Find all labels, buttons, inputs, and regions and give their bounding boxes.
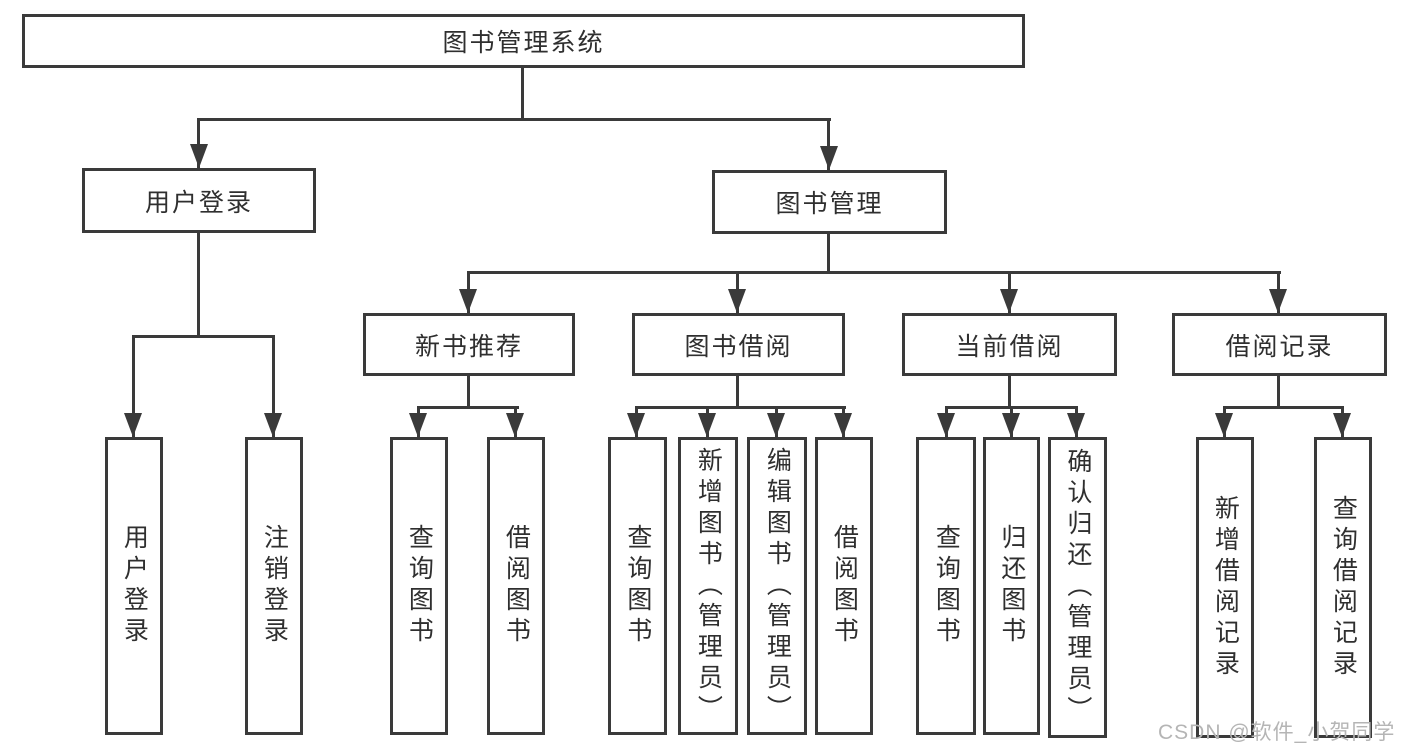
leaf-borrow-add-books-admin-label: 新增图书（管理员） [694,446,723,726]
leaf-logout: 注销登录 [245,437,303,735]
arrowhead-down-icon [190,144,208,168]
arrowhead-down-icon [1269,289,1287,313]
connector-records-stem [1277,376,1280,408]
arrowhead-down-icon [937,413,955,437]
connector-records-bar [1223,406,1344,409]
node-book-borrow-label: 图书借阅 [684,332,793,361]
arrowhead-down-icon [506,413,524,437]
leaf-record-add-label: 新增借阅记录 [1211,494,1240,681]
leaf-current-query-books: 查询图书 [916,437,976,735]
node-current-borrow-label: 当前借阅 [955,332,1064,361]
connector-login-stem [197,233,200,337]
arrowhead-down-icon [767,413,785,437]
connector-root-drop-right [827,118,830,170]
leaf-record-query: 查询借阅记录 [1314,437,1372,738]
connector-login-bar [132,335,275,338]
connector-mgmt-stem [827,234,830,273]
leaf-borrow-edit-books-admin: 编辑图书（管理员） [747,437,807,735]
arrowhead-down-icon [834,413,852,437]
leaf-recommend-borrow-books-label: 借阅图书 [502,524,531,648]
connector-borrow-stem [736,376,739,408]
leaf-borrow-edit-books-admin-label: 编辑图书（管理员） [763,446,792,726]
connector-current-stem [1008,376,1011,408]
leaf-current-confirm-return-admin: 确认归还（管理员） [1048,437,1107,738]
connector-login-drop-2 [272,335,275,437]
connector-login-drop-1 [132,335,135,437]
arrowhead-down-icon [459,289,477,313]
connector-borrow-bar [635,406,846,409]
arrowhead-down-icon [728,289,746,313]
leaf-recommend-query-books: 查询图书 [390,437,448,735]
node-current-borrow: 当前借阅 [902,313,1117,376]
leaf-user-login: 用户登录 [105,437,163,735]
connector-recommend-stem [467,376,470,408]
node-user-login-label: 用户登录 [144,188,253,217]
leaf-borrow-add-books-admin: 新增图书（管理员） [678,437,738,735]
node-borrow-record: 借阅记录 [1172,313,1387,376]
node-borrow-record-label: 借阅记录 [1225,332,1334,361]
connector-root-stem [521,68,524,120]
leaf-logout-label: 注销登录 [260,524,289,648]
connector-root-bar [197,118,831,121]
connector-root-drop-left [197,118,200,168]
node-new-book-recommend: 新书推荐 [363,313,575,376]
arrowhead-down-icon [627,413,645,437]
leaf-borrow-query-books: 查询图书 [608,437,667,735]
leaf-current-query-books-label: 查询图书 [932,524,961,648]
connector-mgmt-bar [467,271,1281,274]
arrowhead-down-icon [1067,413,1085,437]
arrowhead-down-icon [1002,413,1020,437]
node-root: 图书管理系统 [22,14,1025,68]
leaf-current-return-books-label: 归还图书 [997,524,1026,648]
leaf-recommend-borrow-books: 借阅图书 [487,437,545,735]
node-user-login: 用户登录 [82,168,316,233]
arrowhead-down-icon [820,146,838,170]
leaf-borrow-borrow-books: 借阅图书 [815,437,873,735]
node-root-label: 图书管理系统 [442,29,605,57]
leaf-record-add: 新增借阅记录 [1196,437,1254,738]
csdn-watermark: CSDN @软件_小贺同学 [1158,721,1396,744]
node-book-management-label: 图书管理 [775,190,884,218]
leaf-borrow-borrow-books-label: 借阅图书 [830,524,859,648]
arrowhead-down-icon [264,413,282,437]
arrowhead-down-icon [409,413,427,437]
leaf-current-return-books: 归还图书 [983,437,1040,735]
node-new-book-recommend-label: 新书推荐 [414,332,523,361]
leaf-borrow-query-books-label: 查询图书 [623,524,652,648]
node-book-borrow: 图书借阅 [632,313,845,376]
leaf-user-login-label: 用户登录 [120,524,149,648]
node-book-management: 图书管理 [712,170,947,234]
arrowhead-down-icon [124,413,142,437]
arrowhead-down-icon [1000,289,1018,313]
arrowhead-down-icon [1215,413,1233,437]
leaf-recommend-query-books-label: 查询图书 [405,524,434,648]
leaf-record-query-label: 查询借阅记录 [1329,494,1358,681]
connector-recommend-bar [417,406,519,409]
arrowhead-down-icon [1333,413,1351,437]
arrowhead-down-icon [698,413,716,437]
leaf-current-confirm-return-admin-label: 确认归还（管理员） [1063,448,1092,727]
